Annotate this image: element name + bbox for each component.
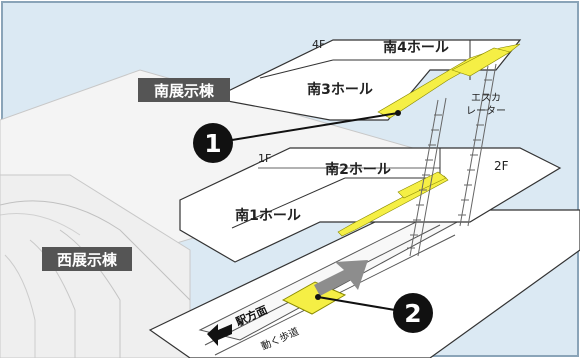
escalator-label-line2: レーター xyxy=(466,105,506,117)
floor-label-2f: 2F xyxy=(494,159,509,173)
west-building-label: 西展示棟 xyxy=(57,251,118,269)
callout-2-leader xyxy=(317,296,396,311)
escalator-graphic xyxy=(407,63,497,257)
escalator-label-line1: エスカ xyxy=(471,92,501,104)
highlight-middle-corridor xyxy=(337,175,449,237)
hall-label-south3: 南3ホール xyxy=(307,81,373,98)
callout-2-badge xyxy=(393,293,433,333)
hall-label-south1: 南1ホール xyxy=(235,207,301,224)
callout-2-number: 2 xyxy=(404,299,421,328)
station-arrow-icon xyxy=(207,324,232,346)
west-building-label-box xyxy=(42,247,132,271)
hall-label-south4: 南4ホール xyxy=(383,39,449,56)
callout-1-number: 1 xyxy=(204,129,221,158)
west-building-dome xyxy=(0,200,191,301)
direction-arrow xyxy=(314,260,368,296)
hall-label-south2: 南2ホール xyxy=(325,161,391,178)
south-building-label: 南展示棟 xyxy=(154,82,215,100)
highlight-middle-corridor-2 xyxy=(397,171,447,199)
highlight-upper-corridor-2 xyxy=(451,47,511,77)
floor-1f-2f-plate xyxy=(179,147,562,263)
callout-1-leader xyxy=(231,112,399,141)
floor-label-4f: 4F xyxy=(312,38,325,51)
callout-1-badge xyxy=(193,123,233,163)
floor-label-1f: 1F xyxy=(258,152,271,165)
south-building-label-box xyxy=(138,78,230,102)
